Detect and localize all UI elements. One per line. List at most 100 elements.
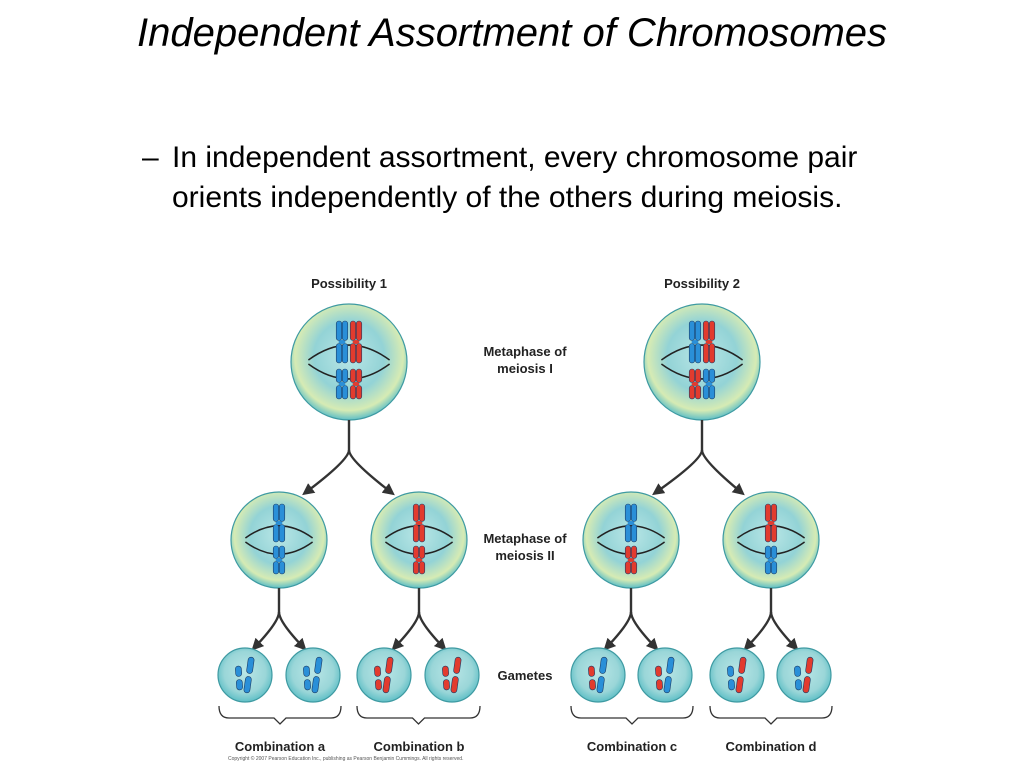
- gamete-c1-chromosome-large: [596, 656, 608, 694]
- gamete-c1-chromosome-large-wrap: [596, 656, 608, 694]
- cell-p2-meiosis2-right: [722, 491, 820, 589]
- gamete-a2-chromosome-small-upper-arm: [303, 665, 310, 677]
- cell-p1-meiosis1-chromosome-large-left-chromatid-left-lower-arm: [335, 343, 343, 364]
- cell-p2-meiosis1: [643, 303, 761, 421]
- slide-title: Independent Assortment of Chromosomes: [136, 11, 888, 55]
- cell-p1-meiosis2-left-chromosome-small-chromatid-right-lower-arm: [278, 561, 286, 575]
- cell-p2-meiosis1-chromosome-large-right-chromatid-right-lower-arm: [708, 343, 716, 364]
- cell-p1-meiosis2-left-chromosome-large-chromatid-right: [278, 503, 286, 543]
- cell-p1-meiosis1-chromosome-small-right-chromatid-left-lower-arm: [349, 385, 357, 400]
- arrows-p2-left-left-arrow: [603, 588, 633, 651]
- cell-p1-meiosis1-chromosome-small-left-centromere: [338, 382, 346, 386]
- gamete-d2-chromosome-small: [794, 665, 802, 691]
- gamete-d1-chromosome-small: [727, 665, 735, 691]
- gamete-b1-membrane: [356, 647, 412, 703]
- cell-p2-meiosis1-chromosome-large-left-chromatid-right: [694, 320, 702, 364]
- gamete-c1: [570, 647, 626, 703]
- cell-p2-meiosis1-chromosome-small-left-chromatid-left: [688, 368, 696, 400]
- gametes-label: Gametes: [498, 668, 553, 683]
- gamete-a1-chromosome-small-upper-arm: [235, 665, 242, 677]
- arrows-p2-right-right-arrow: [769, 611, 799, 651]
- cell-p1-meiosis1-chromosome-large-left-chromatid-right-upper-arm: [341, 320, 349, 341]
- gamete-d1-chromosome-large-upper-arm: [738, 656, 747, 674]
- gamete-b2-chromosome-large: [450, 656, 462, 694]
- cell-p2-meiosis2-left-chromosome-small-chromatid-right-upper-arm: [630, 545, 638, 559]
- cell-p2-meiosis2-left-chromosome-large-chromatid-right-upper-arm: [630, 503, 638, 522]
- cell-p1-meiosis1-chromosome-small-right-centromere: [352, 382, 360, 386]
- cell-p2-meiosis1-chromosome-small-right-chromatid-left-lower-arm: [702, 385, 710, 400]
- cell-p1-meiosis1-chromosome-large-right-centromere: [352, 340, 360, 344]
- cell-p2-meiosis2-right-chromosome-large-chromatid-right-upper-arm: [770, 503, 778, 522]
- cell-p2-meiosis2-right-chromosome-large-chromatid-left-upper-arm: [764, 503, 772, 522]
- cell-p2-meiosis1-chromosome-small-right-centromere: [705, 382, 713, 386]
- cell-p2-meiosis1-chromosome-small-left-chromatid-left-upper-arm: [688, 368, 696, 383]
- gamete-d2-chromosome-small-lower-arm: [795, 679, 802, 691]
- arrows-p2-meiosis1: [652, 420, 745, 496]
- gamete-b2-chromosome-large-lower-arm: [450, 676, 459, 694]
- gamete-d1-chromosome-small-upper-arm: [727, 665, 734, 677]
- gamete-c2-chromosome-small-upper-arm: [655, 665, 662, 677]
- gamete-a1-chromosome-large: [243, 656, 255, 694]
- gamete-d2-chromosome-small-wrap: [794, 665, 802, 691]
- cell-p2-meiosis2-left-chromosome-small-chromatid-left-lower-arm: [624, 561, 632, 575]
- bracket-combination-c: [570, 705, 694, 725]
- cell-p1-meiosis1-spindle-upper: [307, 344, 391, 361]
- cell-p1-meiosis1-chromosome-large-left-centromere: [338, 340, 346, 344]
- cell-p2-meiosis1-chromosome-small-right-chromatid-right-upper-arm: [708, 368, 716, 383]
- cell-p1-meiosis2-right-chromosome-small-chromatid-left-lower-arm: [412, 561, 420, 575]
- cell-p2-meiosis1-chromosome-large-right: [702, 320, 716, 364]
- cell-p1-meiosis2-left-chromosome-large-chromatid-left: [272, 503, 280, 543]
- arrows-p1-right: [391, 588, 447, 651]
- cell-p1-meiosis2-left-chromosome-small-chromatid-left-upper-arm: [272, 545, 280, 559]
- cell-p2-meiosis2-left-chromosome-small-centromere: [627, 558, 635, 562]
- gamete-d1-chromosome-small-lower-arm: [728, 679, 735, 691]
- cell-p1-meiosis1-chromosome-small-left-chromatid-left-lower-arm: [335, 385, 343, 400]
- cell-p2-meiosis1-chromosome-large-left: [688, 320, 702, 364]
- cell-p1-meiosis2-right-chromosome-small-chromatid-right-upper-arm: [418, 545, 426, 559]
- cell-p2-meiosis1-chromosome-small-left-chromatid-right-upper-arm: [694, 368, 702, 383]
- cell-p2-meiosis1-chromosome-large-right-chromatid-left-upper-arm: [702, 320, 710, 341]
- cell-p2-meiosis2-left-chromosome-large-chromatid-right-lower-arm: [630, 524, 638, 543]
- cell-p2-meiosis2-right-chromosome-small-chromatid-right-upper-arm: [770, 545, 778, 559]
- cell-p1-meiosis1-chromosome-small-left-chromatid-left: [335, 368, 343, 400]
- cell-p2-meiosis2-right-chromosome-large-centromere: [767, 521, 775, 525]
- gamete-b2-chromosome-small: [442, 665, 450, 691]
- gamete-a1-chromosome-small-lower-arm: [236, 679, 243, 691]
- gamete-d1-chromosome-small-wrap: [727, 665, 735, 691]
- cell-p1-meiosis1-chromosome-large-right: [349, 320, 363, 364]
- cell-p1-meiosis2-right-chromosome-large-chromatid-left: [412, 503, 420, 543]
- cell-p2-meiosis2-left-chromosome-large-chromatid-right: [630, 503, 638, 543]
- cell-p2-meiosis1-chromosome-large-left-chromatid-right-lower-arm: [694, 343, 702, 364]
- cell-p1-meiosis1-chromosome-small-left-chromatid-left-upper-arm: [335, 368, 343, 383]
- metaphase-meiosis-1-label-line2: meiosis I: [497, 361, 553, 376]
- cell-p1-meiosis2-left-chromosome-large: [272, 503, 286, 543]
- gamete-d1-chromosome-large: [735, 656, 747, 694]
- gamete-a1-chromosome-large-lower-arm: [243, 676, 252, 694]
- cell-p1-meiosis1-chromosome-small-right-chromatid-right: [355, 368, 363, 400]
- cell-p2-meiosis1-chromosome-small-left-chromatid-left-lower-arm: [688, 385, 696, 400]
- cell-p1-meiosis1-chromosome-large-right-chromatid-left-upper-arm: [349, 320, 357, 341]
- cell-p1-meiosis1-chromosome-large-left-chromatid-left-upper-arm: [335, 320, 343, 341]
- cell-p1-meiosis1-chromosome-small-left: [335, 368, 349, 400]
- cell-p1-meiosis2-right-chromosome-small: [412, 545, 426, 575]
- gamete-b2: [424, 647, 480, 703]
- gamete-c2-chromosome-small-wrap: [655, 665, 663, 691]
- bullet-point: – In independent assortment, every chrom…: [140, 138, 940, 218]
- gamete-a2-chromosome-small-lower-arm: [304, 679, 311, 691]
- cell-p1-meiosis2-left-chromosome-small-chromatid-left: [272, 545, 280, 575]
- cell-p1-meiosis1-chromosome-large-left: [335, 320, 349, 364]
- cell-p2-meiosis1-chromosome-large-right-chromatid-right: [708, 320, 716, 364]
- gamete-b2-chromosome-small-upper-arm: [442, 665, 449, 677]
- possibility-1-label: Possibility 1: [311, 276, 387, 291]
- cell-p1-meiosis1-chromosome-small-left-chromatid-right-lower-arm: [341, 385, 349, 400]
- cell-p2-meiosis1-chromosome-small-right-chromatid-left-upper-arm: [702, 368, 710, 383]
- gamete-c1-chromosome-small: [588, 665, 596, 691]
- gamete-b1-chromosome-large: [382, 656, 394, 694]
- cell-p1-meiosis2-left: [230, 491, 328, 589]
- cell-p2-meiosis2-left-chromosome-small-chromatid-left: [624, 545, 632, 575]
- cell-p1-meiosis1-chromosome-large-right-chromatid-right: [355, 320, 363, 364]
- cell-p1-meiosis2-right-chromosome-large-chromatid-right-upper-arm: [418, 503, 426, 522]
- cell-p1-meiosis2-right-chromosome-small-centromere: [415, 558, 423, 562]
- cell-p2-meiosis1-chromosome-small-left-centromere: [691, 382, 699, 386]
- gamete-a1-chromosome-small-wrap: [235, 665, 243, 691]
